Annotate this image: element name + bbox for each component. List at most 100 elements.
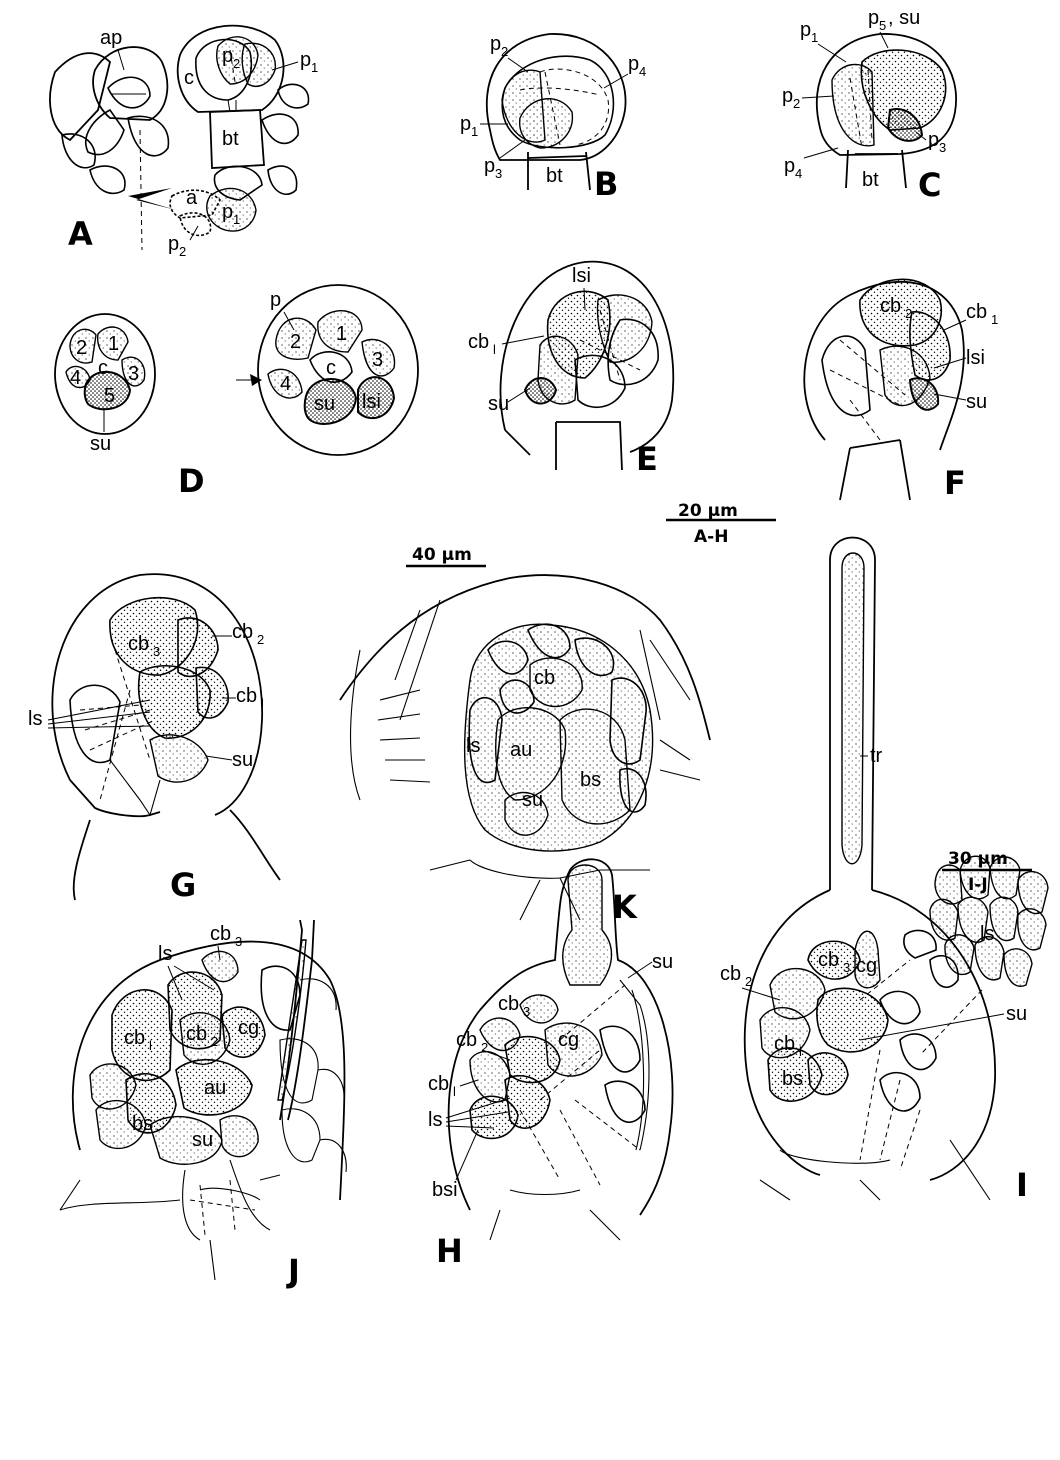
label-sub-1b: 1 [233, 212, 240, 227]
label-e-cb-sub: l [493, 342, 496, 357]
label-f-lsi: lsi [966, 347, 985, 369]
label-h-cb2-sub: 2 [481, 1040, 488, 1055]
label-p-b4: p [484, 155, 495, 177]
label-i-cb2: cb [720, 963, 741, 985]
label-f-cb1: cb [966, 301, 987, 323]
label-d-lsi: lsi [362, 391, 381, 413]
label-k-su: su [522, 789, 543, 811]
label-g-cb2-sub: 2 [257, 632, 264, 647]
label-j-au: au [204, 1077, 226, 1099]
panel-letter-a: A [68, 215, 93, 253]
label-g-cb3-sub: 3 [153, 644, 160, 659]
label-d-1: 1 [108, 333, 119, 355]
label-h-cb3-sub: 3 [523, 1004, 530, 1019]
panel-e [500, 262, 673, 470]
label-sub-c1: 1 [811, 30, 818, 45]
label-j-cb3-sub: 3 [235, 934, 242, 949]
label-f-cb1-sub: 1 [991, 312, 998, 327]
label-d-1b: 1 [336, 323, 347, 345]
label-g-cb1-sub: l [261, 696, 264, 711]
label-sub-c3: 2 [793, 96, 800, 111]
panel-letter-c: C [918, 166, 941, 204]
label-i-su: su [1006, 1003, 1027, 1025]
panel-letter-e: E [636, 440, 658, 478]
label-i-cb1: cb [774, 1033, 795, 1055]
panel-letter-i: I [1016, 1166, 1028, 1204]
label-p-c3: p [782, 85, 793, 107]
label-g-su: su [232, 749, 253, 771]
label-a: a [186, 187, 198, 209]
label-e-cb: cb [468, 331, 489, 353]
label-p-a1: p [222, 45, 233, 67]
panel-letter-g: G [170, 866, 196, 904]
label-i-cg: cg [856, 955, 877, 977]
label-i-cb1-sub: l [799, 1044, 802, 1059]
label-p-c2: p [868, 7, 879, 29]
label-i-cb3-sub: 3 [843, 960, 850, 975]
label-i-cb3: cb [818, 949, 839, 971]
label-i-bs: bs [782, 1068, 803, 1090]
label-sub-c2: 5 [879, 18, 886, 33]
label-d-5: 5 [104, 385, 115, 407]
label-j-cb3: cb [210, 923, 231, 945]
panel-letter-f: F [944, 464, 966, 502]
label-bt: bt [222, 128, 239, 150]
label-g-cb1: cb [236, 685, 257, 707]
panel-letter-h: H [436, 1232, 463, 1270]
label-d-3b: 3 [372, 349, 383, 371]
label-f-su: su [966, 391, 987, 413]
label-i-ls: ls [980, 923, 994, 945]
label-p-b2: p [628, 53, 639, 75]
panel-d [55, 285, 418, 455]
scale-ah-value: 20 µm [678, 501, 738, 521]
label-sub-1: 1 [311, 60, 318, 75]
label-p-a3: p [222, 201, 233, 223]
label-p-a2: p [300, 49, 311, 71]
label-j-su: su [192, 1129, 213, 1151]
label-comma-su: , su [888, 7, 920, 29]
label-d-4b: 4 [280, 373, 291, 395]
scale-ah-applies: A-H [694, 527, 728, 547]
label-sub-b4: 3 [495, 166, 502, 181]
label-f-cb2: cb [880, 295, 901, 317]
label-sub-2: 2 [233, 56, 240, 71]
scale-k-value: 40 µm [412, 545, 472, 565]
label-h-cb1-sub: l [453, 1084, 456, 1099]
scale-ij-value: 30 µm [948, 849, 1008, 869]
label-h-ls: ls [428, 1109, 442, 1131]
label-j-cg: cg [238, 1017, 259, 1039]
label-d-2b: 2 [290, 331, 301, 353]
panel-j [60, 920, 346, 1280]
label-h-bsi: bsi [432, 1179, 458, 1201]
label-j-bs: bs [132, 1113, 153, 1135]
label-j-cb1: cb [124, 1027, 145, 1049]
label-k-ls: ls [466, 735, 480, 757]
label-d-su-b: su [314, 393, 335, 415]
label-p-b3: p [460, 113, 471, 135]
label-c: c [184, 67, 194, 89]
label-j-cb2: cb [186, 1023, 207, 1045]
label-d-su: su [90, 433, 111, 455]
label-h-cg: cg [558, 1029, 579, 1051]
label-bt-b: bt [546, 165, 563, 187]
label-e-su: su [488, 393, 509, 415]
label-sub-2b: 2 [179, 244, 186, 259]
label-h-cb3: cb [498, 993, 519, 1015]
label-f-cb2-sub: 2 [905, 306, 912, 321]
label-d-4: 4 [70, 367, 81, 389]
scale-ij-applies: I-J [968, 875, 988, 895]
label-d-c: c [98, 357, 108, 379]
label-d-3: 3 [128, 363, 139, 385]
label-sub-b1: 2 [501, 44, 508, 59]
label-i-cb2-sub: 2 [745, 974, 752, 989]
label-h-su: su [652, 951, 673, 973]
label-k-au: au [510, 739, 532, 761]
label-p-c5: p [784, 155, 795, 177]
label-k-bs: bs [580, 769, 601, 791]
label-j-ls: ls [158, 943, 172, 965]
label-h-cb2: cb [456, 1029, 477, 1051]
label-k-cb: cb [534, 667, 555, 689]
label-sub-b2: 4 [639, 64, 646, 79]
label-g-cb2: cb [232, 621, 253, 643]
